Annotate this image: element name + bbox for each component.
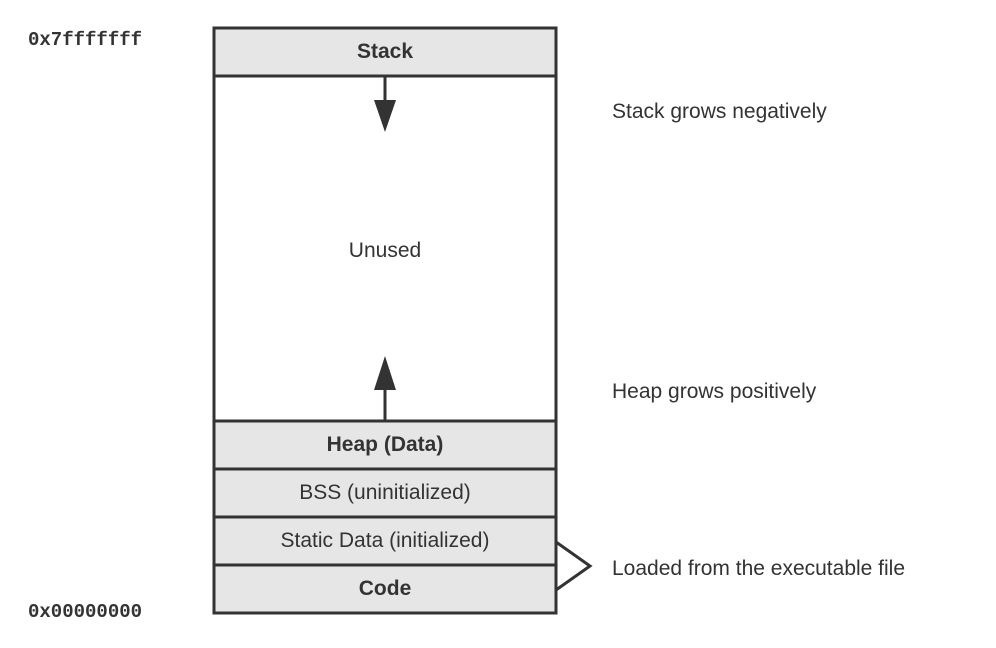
memory-outline [212, 26, 558, 615]
stack-down-arrow-icon [374, 77, 396, 132]
loaded-from-note: Loaded from the executable file [612, 557, 906, 580]
heap-up-arrow-icon [374, 356, 396, 420]
code-segment: Code [214, 565, 556, 613]
top-address-label: 0x7fffffff [28, 29, 143, 51]
stack-segment: Stack [214, 28, 556, 76]
heap-segment: Heap (Data) [214, 421, 556, 469]
bss-segment: BSS (uninitialized) [214, 469, 556, 517]
bottom-address-label: 0x00000000 [28, 601, 143, 623]
loaded-bracket-icon [555, 540, 593, 592]
heap-growth-note: Heap grows positively [612, 380, 817, 403]
static-data-segment: Static Data (initialized) [214, 517, 556, 565]
unused-label: Unused [348, 239, 422, 262]
stack-growth-note: Stack grows negatively [612, 100, 827, 123]
